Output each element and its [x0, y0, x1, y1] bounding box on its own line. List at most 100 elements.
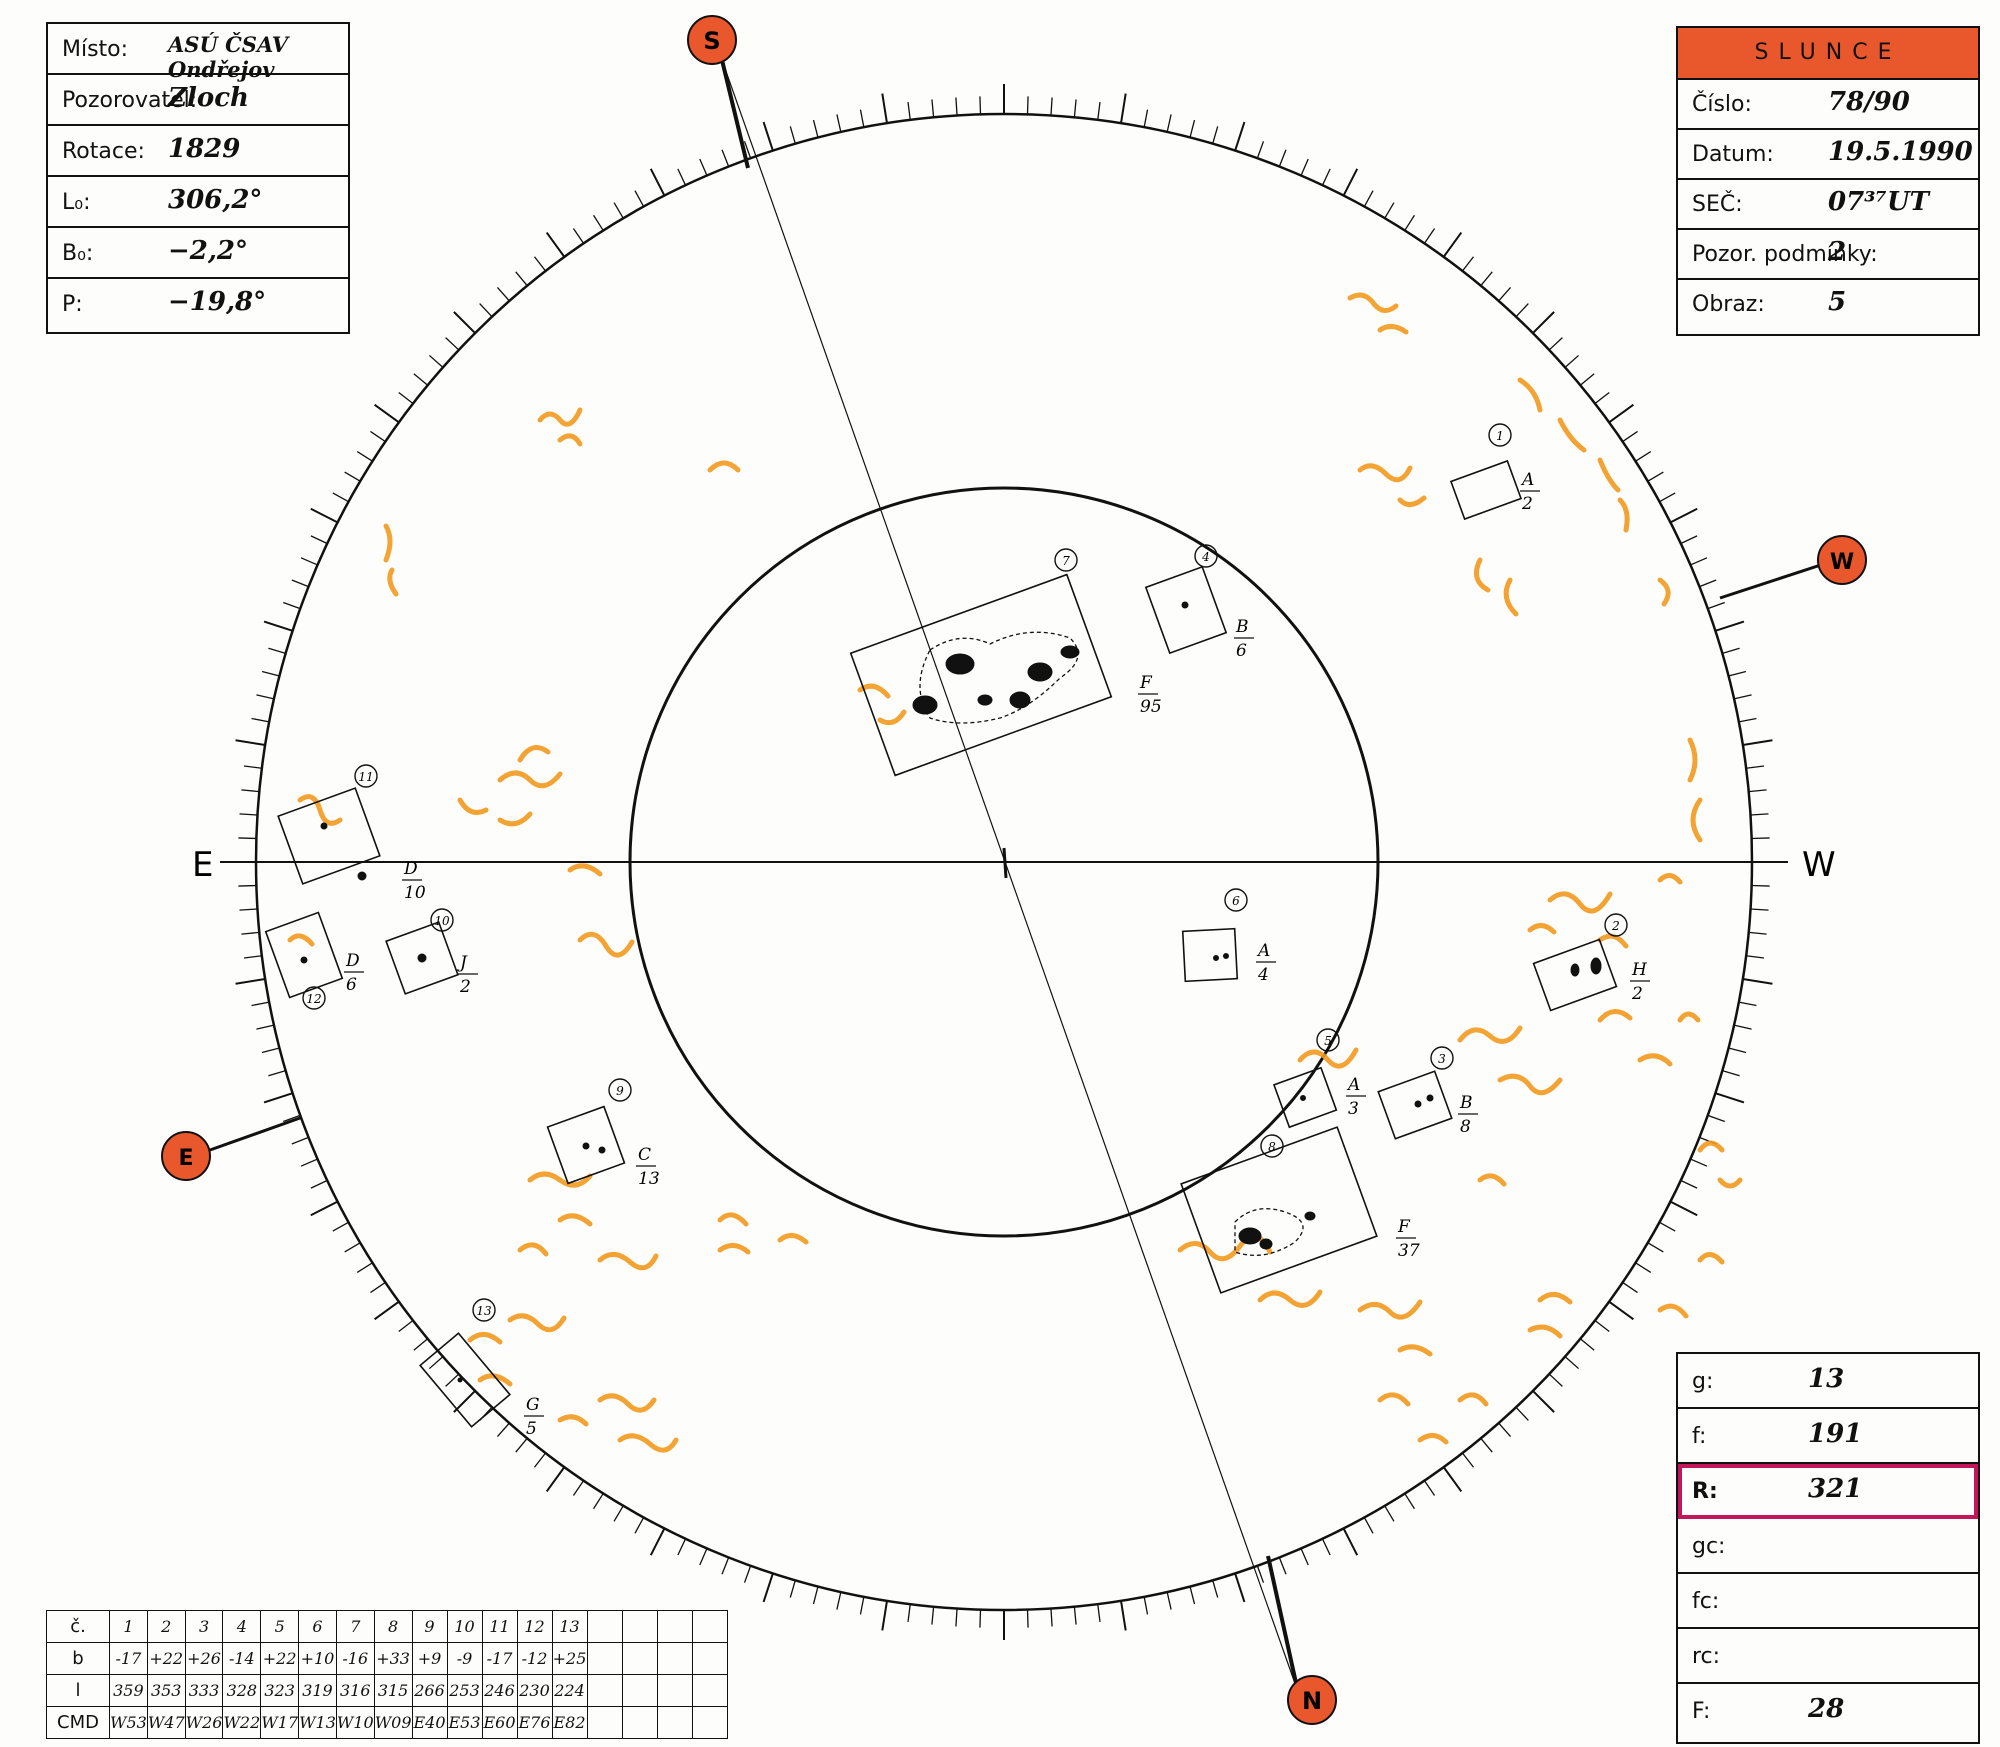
table-cell: 13	[551, 1610, 588, 1643]
axis-tick-bottom	[1266, 1555, 1300, 1693]
row-value: 28	[1808, 1693, 1845, 1724]
table-cell: +26	[184, 1642, 224, 1675]
degree-tick	[1670, 1200, 1698, 1217]
degree-tick	[1738, 717, 1757, 723]
axis-label-west: W	[1802, 845, 1836, 885]
degree-tick	[1278, 149, 1287, 167]
sun-title: SLUNCE	[1754, 40, 1902, 65]
group-number-circle	[1224, 888, 1248, 912]
degree-tick	[261, 1047, 280, 1054]
degree-tick	[1742, 978, 1773, 985]
table-cell: 8	[373, 1610, 413, 1643]
degree-tick	[241, 789, 260, 793]
table-cell	[621, 1642, 658, 1675]
group-class: D	[403, 859, 418, 879]
group-spot-count: 6	[346, 975, 357, 995]
degree-tick	[515, 271, 528, 287]
degree-tick	[1256, 141, 1265, 159]
degree-tick	[931, 99, 935, 118]
table-cell	[586, 1706, 623, 1739]
degree-tick	[1715, 1092, 1745, 1104]
info-row: Číslo:78/90	[1678, 80, 1978, 130]
degree-tick	[836, 114, 842, 133]
row-value: −19,8°	[168, 286, 267, 317]
table-cell: W53	[109, 1706, 148, 1739]
group-labels: 1A22H23B84B65A36A47F958F379C1310J211D101…	[302, 423, 1650, 1439]
table-cell	[656, 1642, 693, 1675]
degree-tick	[344, 1242, 361, 1253]
group-class: A	[1346, 1075, 1360, 1095]
degree-tick	[241, 931, 260, 935]
info-row: Datum:19.5.1990	[1678, 130, 1978, 180]
table-cell: +22	[146, 1642, 186, 1675]
degree-tick	[238, 884, 257, 887]
table-cell	[621, 1674, 658, 1707]
group-number-circle	[1260, 1134, 1284, 1158]
row-label: B₀:	[62, 240, 94, 266]
table-cell: E82	[551, 1706, 588, 1739]
degree-tick	[1442, 231, 1463, 258]
degree-tick	[1363, 1517, 1374, 1534]
info-row: Obraz:5	[1678, 280, 1978, 330]
row-label: Datum:	[1692, 142, 1774, 167]
degree-tick	[1608, 403, 1635, 424]
table-cell: 6	[298, 1610, 337, 1643]
table-cell: E76	[516, 1706, 553, 1739]
degree-tick	[533, 256, 547, 272]
row-label: Číslo:	[1692, 92, 1752, 117]
degree-tick	[649, 1528, 666, 1556]
degree-tick	[1715, 620, 1745, 632]
degree-tick	[1073, 99, 1077, 118]
row-label: f:	[1692, 1423, 1707, 1449]
group-spot-count: 13	[638, 1169, 660, 1189]
degree-tick	[300, 557, 318, 566]
degree-tick	[310, 535, 328, 545]
degree-tick	[699, 158, 708, 176]
degree-tick	[721, 1557, 730, 1575]
degree-tick	[1608, 1300, 1635, 1321]
group-number-circle	[1054, 548, 1078, 572]
degree-tick	[1594, 391, 1610, 405]
degree-tick	[1680, 1179, 1698, 1189]
degree-tick	[1659, 492, 1676, 503]
degree-tick	[1384, 1505, 1395, 1522]
degree-tick	[256, 1024, 275, 1030]
table-cell: 7	[335, 1610, 375, 1643]
degree-tick	[283, 1114, 301, 1123]
degree-tick	[859, 1596, 865, 1615]
degree-tick	[1699, 579, 1717, 588]
info-row: gc:	[1678, 1519, 1978, 1574]
info-row: g:13	[1678, 1354, 1978, 1409]
degree-tick	[762, 1573, 774, 1603]
degree-tick	[1050, 1608, 1053, 1627]
table-cell: -12	[516, 1642, 553, 1675]
row-label: R:	[1692, 1478, 1718, 1504]
group-spot-count: 3	[1348, 1099, 1359, 1119]
row-value: 306,2°	[168, 184, 263, 215]
degree-tick	[1748, 789, 1767, 793]
degree-tick	[479, 303, 493, 318]
degree-tick	[1742, 739, 1773, 746]
group-number: 9	[616, 1084, 624, 1098]
degree-tick	[1548, 337, 1563, 351]
degree-tick	[699, 1548, 708, 1566]
table-cell: 2	[146, 1610, 186, 1643]
degree-tick	[743, 141, 752, 159]
degree-tick	[1212, 1580, 1219, 1598]
group-number-circle	[1430, 1046, 1454, 1070]
table-cell: 323	[260, 1674, 300, 1707]
degree-tick	[762, 121, 774, 151]
degree-tick	[256, 694, 275, 700]
group-frames	[264, 459, 1618, 1428]
group-number-circle	[1194, 544, 1218, 568]
degree-tick	[1026, 1609, 1029, 1628]
degree-tick	[979, 96, 982, 115]
group-number-circle	[472, 1298, 496, 1322]
degree-tick	[239, 908, 258, 911]
info-row: rc:	[1678, 1629, 1978, 1684]
degree-tick	[1722, 647, 1740, 654]
table-cell: W13	[298, 1706, 337, 1739]
